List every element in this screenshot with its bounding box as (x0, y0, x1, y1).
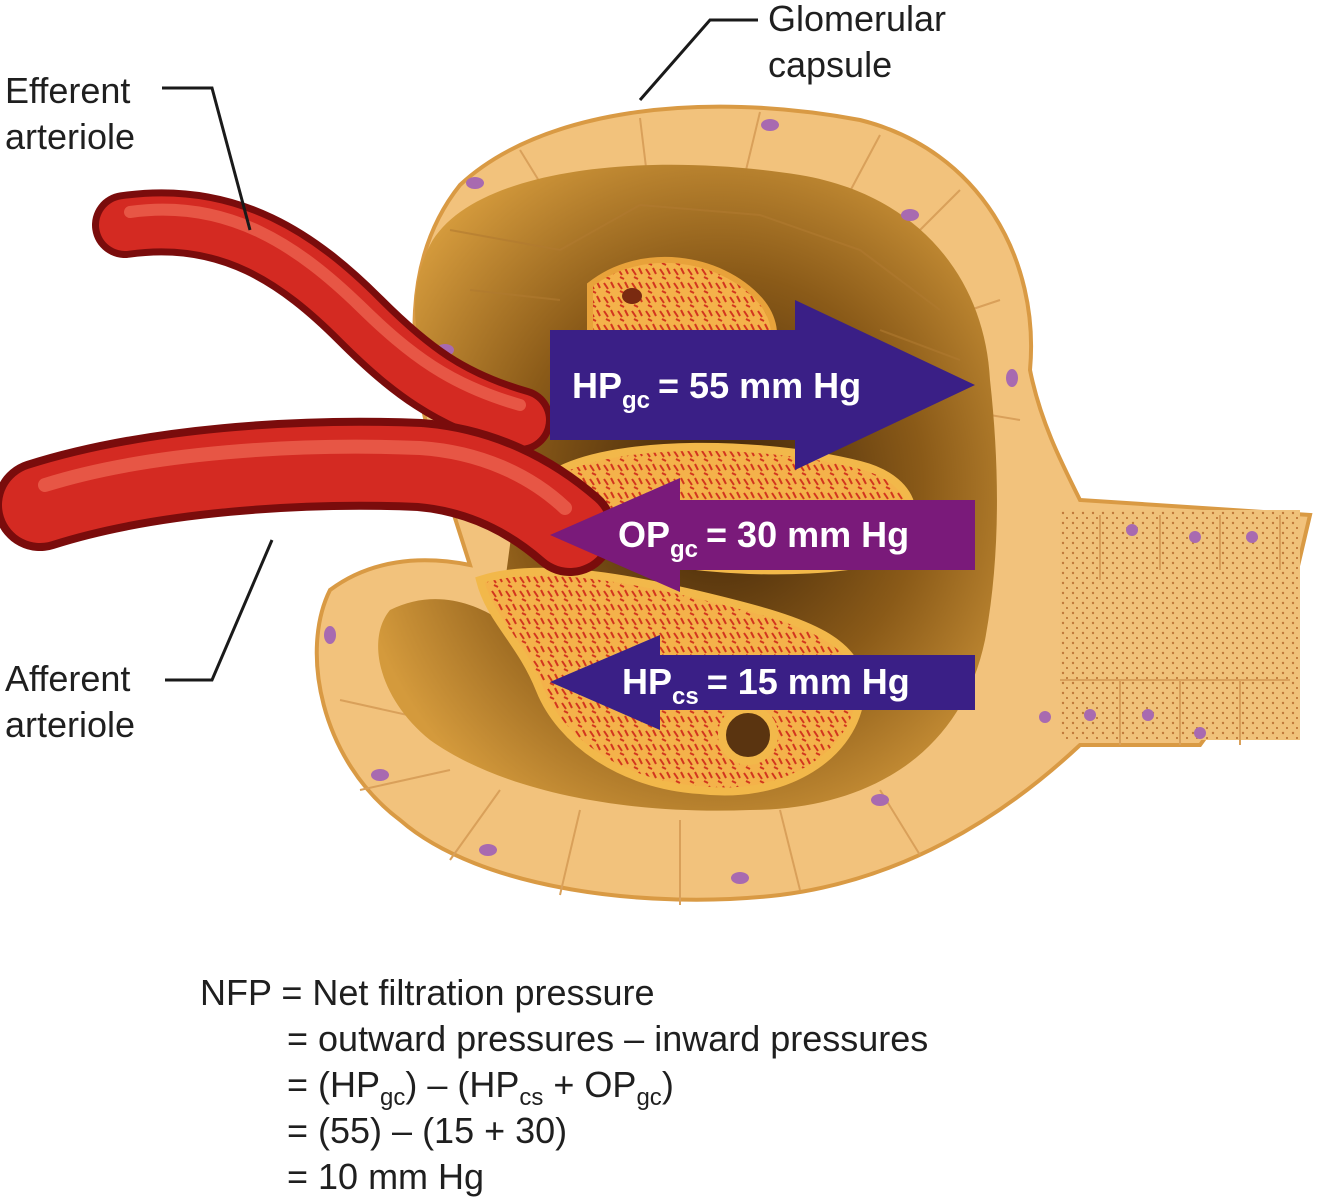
equation-line-1: NFP = Net filtration pressure (200, 970, 655, 1016)
svg-text:HPcs= 15 mm Hg: HPcs = 15 mm Hg (622, 661, 910, 710)
nfp-definition: = Net filtration pressure (281, 972, 655, 1013)
arrow-hpgc-symbol: HP (572, 365, 622, 406)
arrow-hpcs-value: = 15 mm Hg (707, 661, 910, 702)
efferent-label-line2: arteriole (5, 116, 136, 157)
efferent-arteriole (92, 189, 553, 453)
afferent-arteriole (0, 417, 616, 576)
arrow-hpcs: HPcs = 15 mm Hg (550, 635, 975, 730)
eq3-part4: ) (661, 1064, 674, 1105)
arrow-opgc-symbol: OP (618, 514, 670, 555)
capsule-label-line2: capsule (768, 44, 893, 85)
eq3-sub3: gc (636, 1084, 662, 1111)
eq3-part3: + OP (543, 1064, 637, 1105)
arrow-hpcs-subscript: cs (672, 683, 699, 710)
svg-text:HPgc= 55 mm Hg: HPgc = 55 mm Hg (572, 365, 861, 414)
arrow-hpgc-value: = 55 mm Hg (658, 365, 861, 406)
afferent-label-line1: Afferent (5, 658, 131, 699)
arrow-hpcs-symbol: HP (622, 661, 672, 702)
efferent-label-line1: Efferent (5, 70, 131, 111)
efferent-arteriole-label: Efferent arteriole (5, 68, 135, 160)
capsule-label-line1: Glomerular (768, 0, 947, 39)
arrow-opgc-subscript: gc (670, 536, 698, 563)
svg-text:OPgc= 30 mm Hg: OPgc = 30 mm Hg (618, 514, 909, 563)
equation-line-5: = 10 mm Hg (287, 1156, 485, 1197)
arrow-hpgc: HPgc = 55 mm Hg (550, 300, 975, 470)
leader-lines (162, 18, 758, 682)
nfp-term: NFP (200, 972, 272, 1013)
eq3-sub2: cs (519, 1084, 544, 1111)
capsule-nuclei (324, 119, 1018, 884)
equation-line-3: = (HPgc) – (HPcs + OPgc) (287, 1062, 674, 1121)
equation-line-2: = outward pressures – inward pressures (287, 1018, 929, 1059)
arrow-opgc-value: = 30 mm Hg (706, 514, 909, 555)
eq3-part2: ) – (HP (405, 1064, 520, 1105)
afferent-label-line2: arteriole (5, 704, 136, 745)
afferent-arteriole-label: Afferent arteriole (5, 656, 135, 748)
eq3-part1: = (HP (287, 1064, 381, 1105)
arrow-opgc: OPgc = 30 mm Hg (550, 478, 975, 592)
glomerular-capsule-label: Glomerular capsule (768, 0, 946, 88)
equation-line-4: = (55) – (15 + 30) (287, 1110, 568, 1151)
eq3-sub1: gc (380, 1084, 406, 1111)
proximal-tubule (1039, 510, 1300, 745)
arrow-hpgc-subscript: gc (622, 387, 650, 414)
